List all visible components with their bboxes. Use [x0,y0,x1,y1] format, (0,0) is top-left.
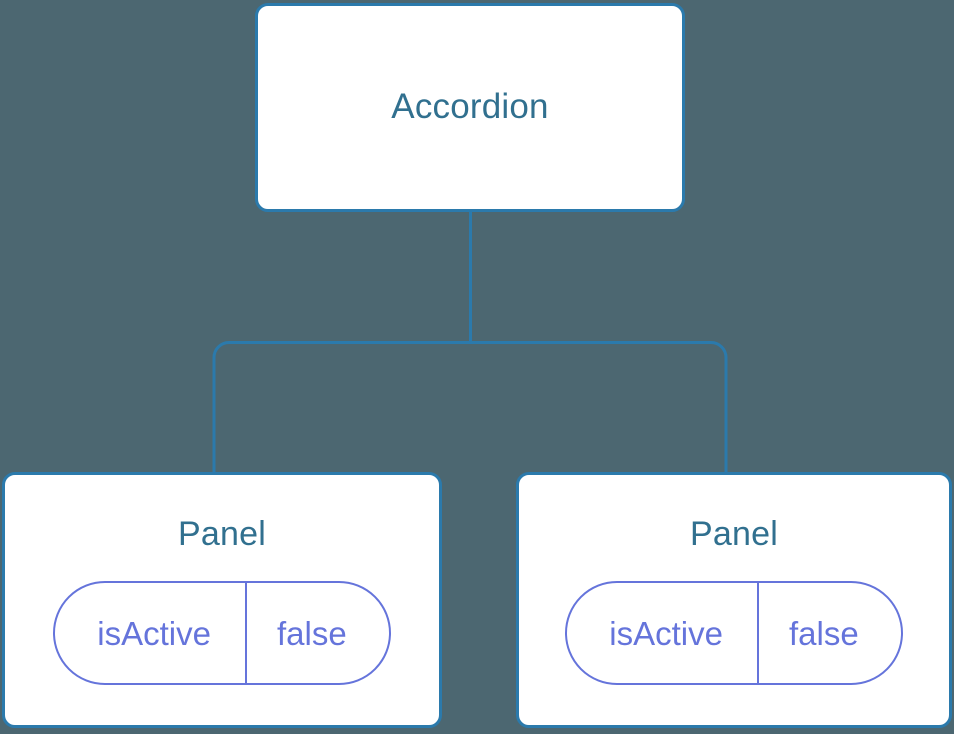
node-panel-2[interactable]: Panel isActive false [516,472,952,728]
node-panel-2-title: Panel [690,515,778,553]
connector-to-left-panel [212,341,471,474]
state-key-label: isActive [567,583,759,684]
state-value-label: false [788,614,859,652]
state-pill-panel-1[interactable]: isActive false [53,581,391,686]
node-accordion[interactable]: Accordion [255,3,685,212]
state-value-label: false [276,614,347,652]
connector-to-right-panel [470,341,728,474]
node-panel-1-title: Panel [178,515,266,553]
state-pill-panel-2[interactable]: isActive false [565,581,903,686]
node-panel-1[interactable]: Panel isActive false [2,472,442,728]
state-key-label: isActive [55,583,247,684]
node-accordion-title: Accordion [391,87,549,127]
